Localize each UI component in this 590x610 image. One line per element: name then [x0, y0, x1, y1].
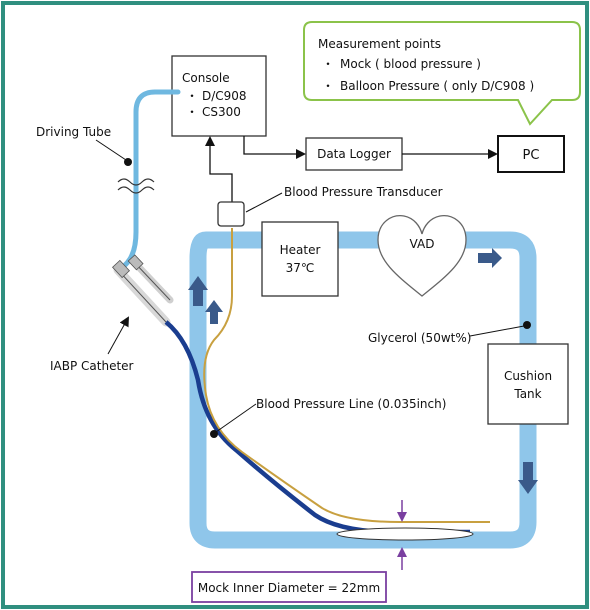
callout-item-bullet: ・	[322, 57, 334, 71]
bp-line-pointer	[215, 403, 257, 433]
blood-pressure-line	[203, 228, 490, 523]
console-to-logger-arrow	[243, 136, 306, 159]
cushion-tank-label: Tank	[513, 387, 541, 401]
data-logger-box	[305, 137, 403, 171]
driving-tube-dot	[124, 158, 132, 166]
pc-box	[497, 135, 565, 173]
flow-arrow-right	[478, 248, 502, 268]
console-item: D/C908	[202, 89, 247, 103]
flow-arrow-up	[188, 276, 208, 306]
iabp-catheter-line	[164, 320, 470, 535]
mock-loop	[189, 231, 537, 549]
pc-label: PC	[523, 148, 540, 163]
glycerol-pointer	[469, 325, 525, 337]
console-box	[171, 55, 267, 137]
cushion-tank-label: Cushion	[504, 369, 552, 383]
console-item-bullet: ・	[186, 105, 198, 119]
console-title: Console	[182, 71, 230, 85]
iabp-balloon	[336, 527, 474, 541]
iabp-pointer	[107, 316, 129, 355]
pressure-transducer	[217, 201, 245, 227]
inner-diameter-label: Mock Inner Diameter = 22mm	[198, 581, 380, 595]
transducer-pointer	[245, 192, 283, 213]
transducer-to-console-arrow	[205, 136, 233, 202]
heater-temperature: 37℃	[286, 261, 315, 275]
vad-label: VAD	[410, 237, 435, 251]
inner-diameter-box	[191, 571, 387, 603]
vad-heart	[377, 215, 467, 297]
transducer-label: Blood Pressure Transducer	[284, 185, 443, 199]
flow-arrow-up	[205, 300, 223, 324]
glycerol-label: Glycerol (50wt%)	[368, 331, 471, 345]
driving-tube-label: Driving Tube	[36, 125, 111, 139]
callout-item: Mock ( blood pressure )	[340, 57, 481, 71]
bp-line-label: Blood Pressure Line (0.035inch)	[256, 397, 446, 411]
heater-box	[261, 221, 339, 297]
console-item-bullet: ・	[186, 89, 198, 103]
console-item: CS300	[202, 105, 241, 119]
callout-title: Measurement points	[318, 37, 441, 51]
callout-item-bullet: ・	[322, 79, 334, 93]
cushion-tank-box	[487, 343, 569, 425]
callout-item: Balloon Pressure ( only D/C908 )	[340, 79, 534, 93]
driving-tube-pointer	[95, 139, 127, 161]
flow-arrow-down	[518, 462, 538, 494]
measurement-callout-bubble	[303, 21, 581, 126]
tube-break-symbol	[117, 178, 155, 194]
heater-label: Heater	[280, 243, 321, 257]
glycerol-dot	[523, 321, 531, 329]
iabp-label: IABP Catheter	[50, 359, 134, 373]
iabp-catheter-device	[112, 254, 174, 327]
bp-line-dot	[210, 430, 218, 438]
data-logger-label: Data Logger	[317, 147, 391, 161]
driving-tube	[121, 89, 181, 269]
